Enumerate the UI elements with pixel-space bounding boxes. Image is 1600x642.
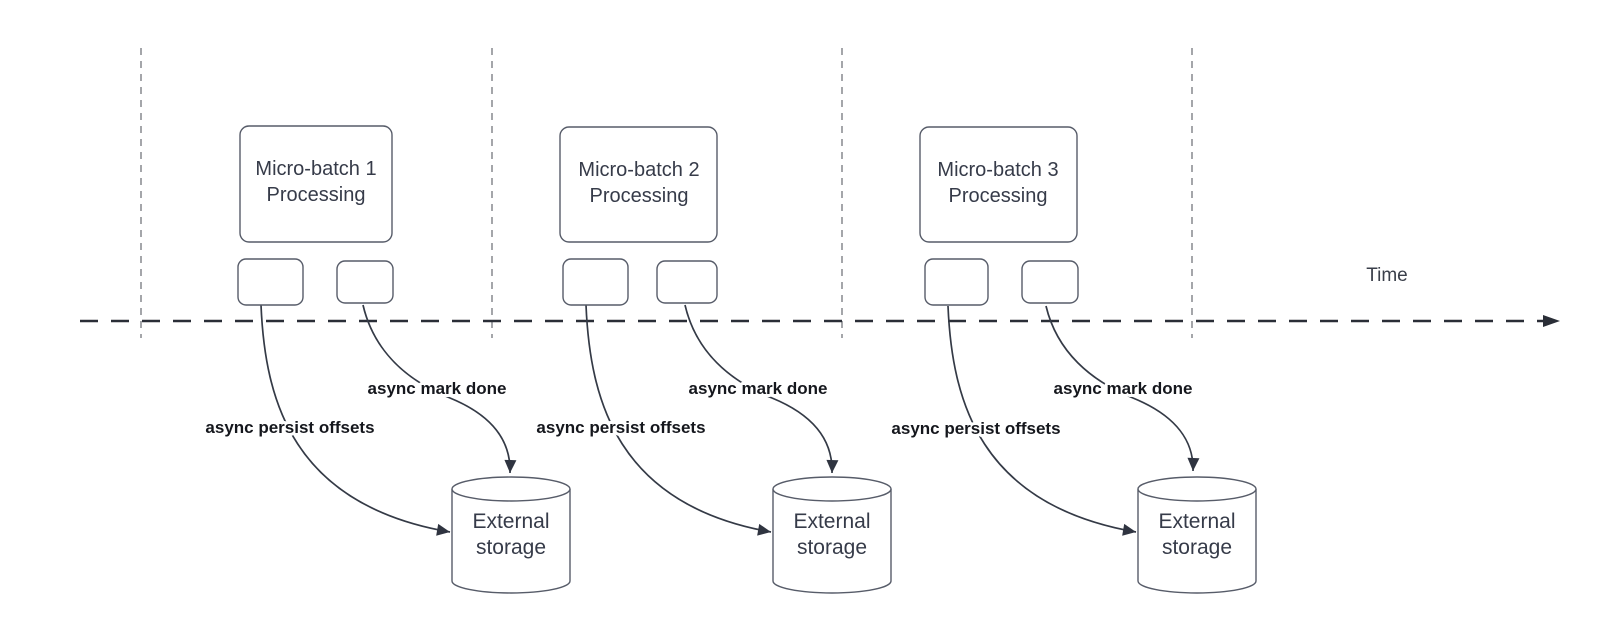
batch1-processing-box [239,125,393,243]
batch3-title-line1: Micro-batch 3 [937,159,1058,181]
batch3-storage-line1: External [1158,510,1235,533]
batch-2-group: Micro-batch 2 Processing External storag… [533,126,892,594]
batch2-storage-line2: storage [797,536,867,559]
batch2-storage-line1: External [793,510,870,533]
batch1-mark-done-arrow [362,304,517,474]
batch3-persist-offsets-label: async persist offsets [891,419,1060,438]
batch3-processing-box [919,126,1078,243]
batch3-title-line2: Processing [949,185,1048,207]
batch-3-group: Micro-batch 3 Processing External storag… [888,126,1257,594]
batch2-storage-cylinder-top [772,476,892,502]
batch1-storage-cylinder-top [451,476,571,502]
batch1-offset-task-box [237,258,304,306]
batch3-storage-line2: storage [1162,536,1232,559]
batch3-mark-done-arrow [1045,305,1200,472]
batch3-offset-task-box [924,258,989,306]
batch2-processing-box [559,126,718,243]
batch1-storage-line1: External [472,510,549,533]
batch3-storage-cylinder-body [1137,489,1257,594]
batch-1-group: Micro-batch 1 Processing External storag… [202,125,571,594]
timeline-label: Time [1366,265,1408,286]
batch2-done-task-box [656,260,718,304]
batch1-done-task-box [336,260,394,304]
batch1-persist-offsets-label: async persist offsets [205,418,374,437]
batch2-title-line1: Micro-batch 2 [578,159,699,181]
batch2-mark-done-arrow [684,304,839,474]
batch1-persist-offsets-arrow [260,304,451,536]
batch1-title-line2: Processing [267,184,366,206]
batch2-storage-cylinder-body [772,489,892,594]
batch1-title-line1: Micro-batch 1 [255,158,376,180]
batch2-title-line2: Processing [590,185,689,207]
batch2-persist-offsets-label: async persist offsets [536,418,705,437]
batch3-mark-done-label: async mark done [1054,379,1193,398]
batch3-storage-cylinder-top [1137,476,1257,502]
batch1-storage-cylinder-body [451,489,571,594]
batch3-done-task-box [1021,260,1079,304]
batch1-mark-done-label: async mark done [368,379,507,398]
batch2-mark-done-label: async mark done [689,379,828,398]
batch2-persist-offsets-arrow [585,304,772,536]
batch3-persist-offsets-arrow [947,305,1137,536]
batch1-storage-line2: storage [476,536,546,559]
batch2-offset-task-box [562,258,629,306]
